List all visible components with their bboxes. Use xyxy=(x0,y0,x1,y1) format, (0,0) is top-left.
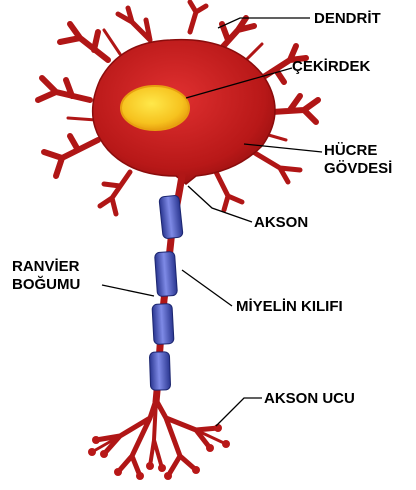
label-axon-terminal: AKSON UCU xyxy=(264,390,355,407)
axon-terminal xyxy=(92,400,226,476)
label-myelin-sheath: MİYELİN KILIFI xyxy=(236,298,343,315)
myelin-sheath xyxy=(149,195,183,390)
label-cell-body-line2: GÖVDESİ xyxy=(324,160,392,177)
label-axon: AKSON xyxy=(254,214,308,231)
label-cell-body-line1: HÜCRE xyxy=(324,142,377,159)
nucleus xyxy=(121,86,189,130)
label-dendrite: DENDRİT xyxy=(314,10,381,27)
label-nucleus: ÇEKİRDEK xyxy=(292,58,370,75)
label-node-of-ranvier-line1: RANVİER xyxy=(12,258,80,275)
label-node-of-ranvier-line2: BOĞUMU xyxy=(12,276,80,293)
